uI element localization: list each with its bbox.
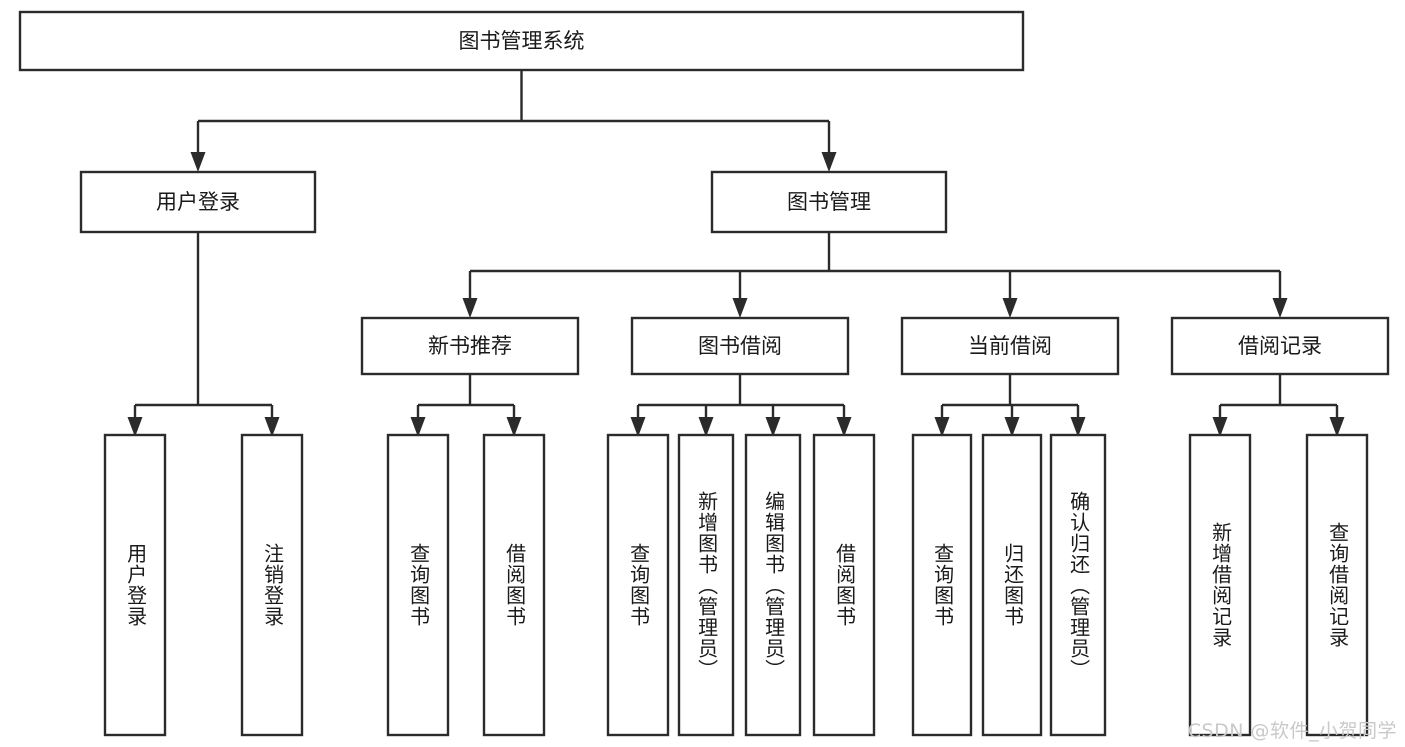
- node-box-leaf-edit-book[interactable]: [744, 433, 802, 737]
- node-box-new-book-rec[interactable]: [360, 316, 580, 376]
- node-box-leaf-query-book-3[interactable]: [911, 433, 973, 737]
- node-box-leaf-logout[interactable]: [240, 433, 304, 737]
- node-box-leaf-borrow-book-1[interactable]: [482, 433, 546, 737]
- node-box-leaf-query-record[interactable]: [1305, 433, 1369, 737]
- node-label-user-login: 用户登录: [156, 190, 240, 214]
- node-label-root: 图书管理系统: [459, 29, 585, 53]
- node-box-book-manage[interactable]: [710, 170, 948, 234]
- arrow-head-icon: [836, 417, 852, 437]
- edges-layer: [127, 70, 1345, 437]
- arrow-head-icon: [732, 298, 748, 318]
- node-box-leaf-add-record[interactable]: [1188, 433, 1252, 737]
- node-box-leaf-confirm-return[interactable]: [1049, 433, 1107, 737]
- node-label-current-borrow: 当前借阅: [968, 334, 1052, 358]
- arrow-head-icon: [821, 152, 837, 172]
- node-box-root[interactable]: [18, 10, 1025, 72]
- node-label-borrow-record: 借阅记录: [1238, 334, 1322, 358]
- arrow-head-icon: [1272, 298, 1288, 318]
- node-box-current-borrow[interactable]: [900, 316, 1120, 376]
- node-box-book-borrow[interactable]: [630, 316, 850, 376]
- node-label-new-book-rec: 新书推荐: [428, 334, 512, 358]
- arrow-head-icon: [1329, 417, 1345, 437]
- node-box-leaf-query-book-2[interactable]: [606, 433, 670, 737]
- arrow-head-icon: [765, 417, 781, 437]
- node-label-book-manage: 图书管理: [787, 190, 871, 214]
- node-box-leaf-borrow-book-2[interactable]: [812, 433, 876, 737]
- node-box-leaf-add-book[interactable]: [677, 433, 735, 737]
- node-label-book-borrow: 图书借阅: [698, 334, 782, 358]
- node-box-borrow-record[interactable]: [1170, 316, 1390, 376]
- arrow-head-icon: [698, 417, 714, 437]
- boxes-layer: [18, 10, 1390, 737]
- arrow-head-icon: [462, 298, 478, 318]
- arrow-head-icon: [630, 417, 646, 437]
- node-box-leaf-user-login[interactable]: [103, 433, 167, 737]
- arrow-head-icon: [127, 417, 143, 437]
- arrow-head-icon: [1212, 417, 1228, 437]
- arrow-head-icon: [1070, 417, 1086, 437]
- arrow-head-icon: [934, 417, 950, 437]
- arrow-head-icon: [410, 417, 426, 437]
- watermark-text: CSDN @软件_小贺同学: [1187, 720, 1397, 742]
- arrow-head-icon: [1002, 298, 1018, 318]
- node-box-leaf-query-book-1[interactable]: [386, 433, 450, 737]
- arrow-head-icon: [1004, 417, 1020, 437]
- arrow-head-icon: [190, 152, 206, 172]
- node-box-user-login[interactable]: [79, 170, 317, 234]
- arrow-head-icon: [506, 417, 522, 437]
- node-box-leaf-return-book[interactable]: [981, 433, 1043, 737]
- arrow-head-icon: [264, 417, 280, 437]
